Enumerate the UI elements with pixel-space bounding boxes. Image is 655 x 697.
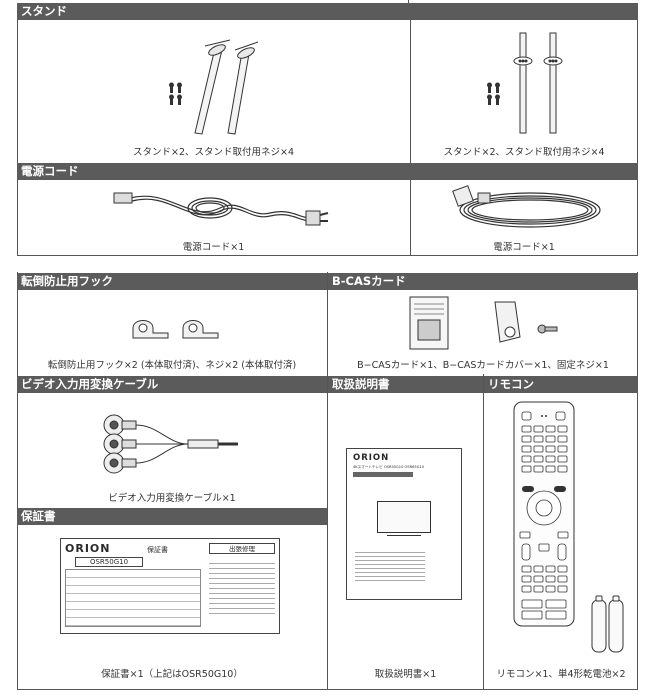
- section-header-stand: スタンド: [17, 3, 638, 20]
- section-header-power-cord: 電源コード: [17, 163, 638, 180]
- hook-illustration: [132, 320, 219, 339]
- divider: [17, 20, 18, 255]
- power-cord-illustration-right: [452, 185, 601, 228]
- caption-warranty: 保証書×1（上記はOSR50G10）: [101, 669, 243, 680]
- section-header-manual: 取扱説明書: [328, 376, 483, 393]
- caption-stand-right: スタンド×2、スタンド取付用ネジ×4: [443, 147, 605, 158]
- manual-title-bar: [353, 472, 413, 477]
- stand-illustration-left: [169, 39, 259, 135]
- manual-body-text: [355, 549, 425, 583]
- caption-remote: リモコン×1、単4形乾電池×2: [496, 669, 626, 680]
- divider: [327, 272, 328, 690]
- divider: [637, 272, 638, 690]
- caption-hook: 転倒防止用フック×2 (本体取付済)、ネジ×2 (本体取付済): [47, 360, 297, 371]
- manual-model-line: 4Kスマートテレビ OSR55G10 OSR65G10: [353, 465, 425, 469]
- warranty-model-box: OSR50G10: [75, 557, 143, 567]
- caption-bcas: B−CASカード×1、B−CASカードカバー×1、固定ネジ×1: [357, 360, 609, 371]
- caption-power-right: 電源コード×1: [493, 242, 555, 253]
- section-header-warranty: 保証書: [17, 508, 327, 525]
- divider: [637, 20, 638, 255]
- manual-booklet: ORION 4Kスマートテレビ OSR55G10 OSR65G10: [346, 448, 462, 600]
- caption-stand-left: スタンド×2、スタンド取付用ネジ×4: [132, 147, 294, 158]
- stand-illustration-right: [487, 32, 563, 134]
- warranty-title: 保証書: [147, 546, 168, 554]
- divider: [17, 255, 638, 256]
- section-header-bcas: B-CASカード: [328, 273, 638, 290]
- battery-illustration: [591, 595, 624, 653]
- warranty-card: ORION 保証書 出張修理 OSR50G10: [60, 538, 280, 634]
- bcas-illustration: [409, 296, 558, 350]
- tv-illustration: [377, 501, 431, 533]
- divider: [483, 374, 484, 690]
- power-cord-illustration-left: [113, 192, 329, 226]
- tv-stand: [387, 533, 421, 536]
- section-header-remote: リモコン: [484, 376, 638, 393]
- warranty-brand: ORION: [65, 542, 111, 555]
- caption-video-cable: ビデオ入力用変換ケーブル×1: [108, 493, 236, 504]
- warranty-form-area: [65, 569, 201, 627]
- divider: [17, 272, 18, 690]
- warranty-notes: [209, 559, 275, 615]
- video-cable-illustration: [103, 414, 238, 474]
- section-header-video-cable: ビデオ入力用変換ケーブル: [17, 376, 327, 393]
- manual-brand: ORION: [353, 453, 390, 463]
- caption-manual: 取扱説明書×1: [374, 669, 437, 680]
- section-header-hook: 転倒防止用フック: [17, 273, 327, 290]
- divider: [17, 689, 638, 690]
- caption-power-left: 電源コード×1: [182, 242, 245, 253]
- divider: [410, 20, 411, 255]
- warranty-service-box: 出張修理: [209, 543, 275, 554]
- remote-illustration: [513, 401, 575, 627]
